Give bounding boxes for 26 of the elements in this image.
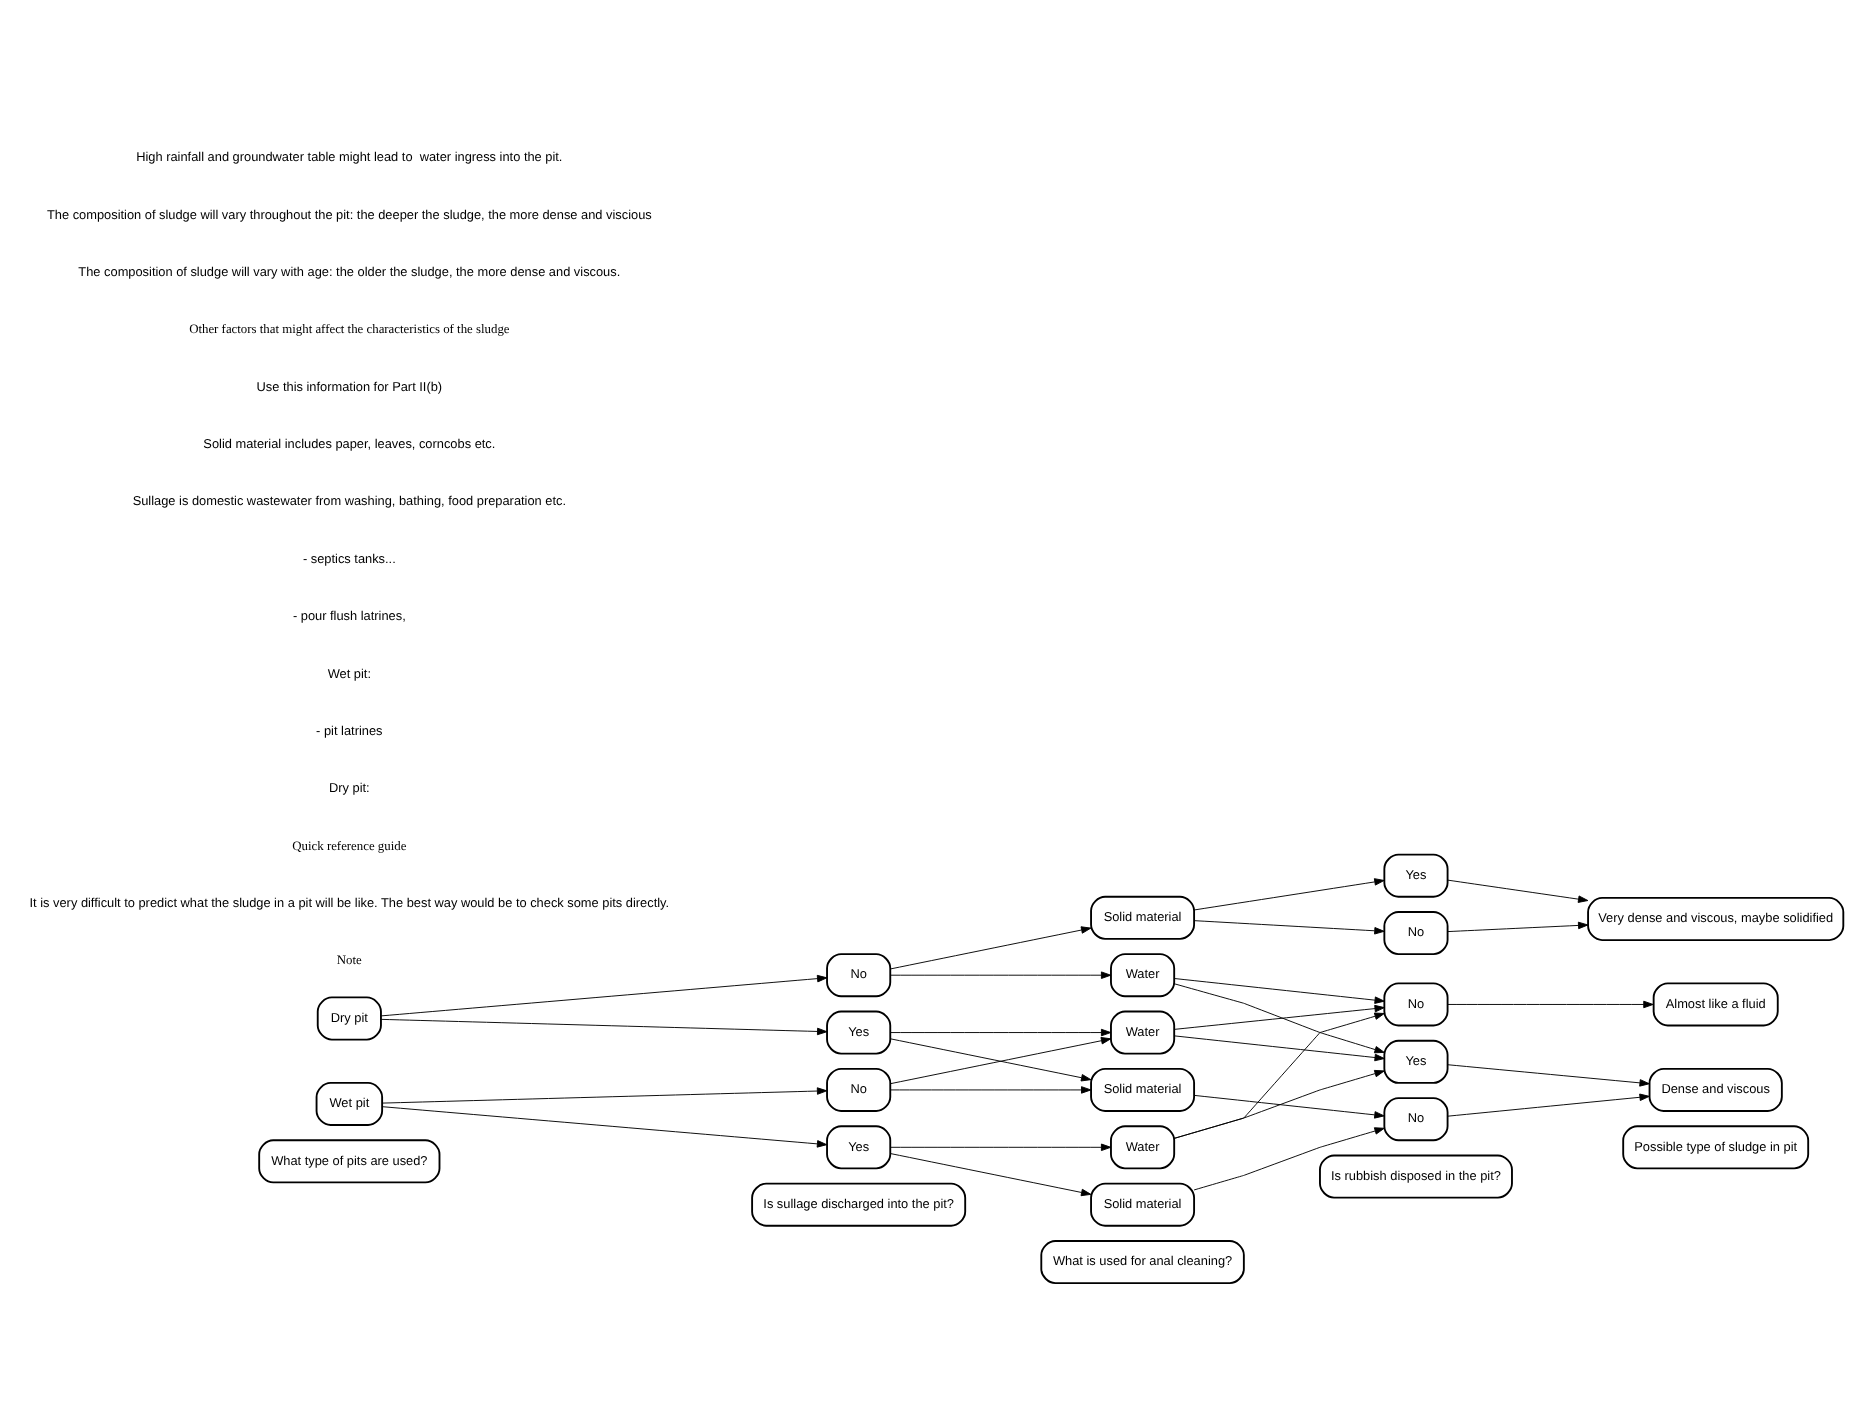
arrow bbox=[1172, 1003, 1384, 1029]
arrow bbox=[889, 1085, 1091, 1093]
arrow bbox=[1446, 999, 1653, 1008]
arrow bbox=[889, 970, 1111, 978]
arrow bbox=[380, 1105, 827, 1147]
arrow bbox=[1192, 1126, 1384, 1190]
arrow bbox=[1192, 877, 1384, 910]
arrow bbox=[1446, 1063, 1649, 1086]
arrow bbox=[889, 1036, 1111, 1084]
arrow bbox=[1172, 982, 1384, 1053]
arrow bbox=[1172, 1011, 1384, 1138]
arrow bbox=[379, 973, 827, 1016]
arrow bbox=[1446, 1092, 1649, 1116]
arrow bbox=[1192, 919, 1384, 934]
arrow bbox=[889, 1142, 1111, 1151]
arrow bbox=[1446, 878, 1588, 902]
arrow bbox=[1172, 1034, 1384, 1061]
arrow bbox=[1446, 920, 1588, 932]
arrow bbox=[1172, 977, 1384, 1003]
arrow bbox=[889, 925, 1091, 969]
arrow bbox=[889, 1152, 1091, 1196]
arrow bbox=[889, 1037, 1091, 1081]
arrow bbox=[379, 1017, 827, 1035]
arrow bbox=[380, 1086, 827, 1103]
arrow bbox=[1192, 1093, 1384, 1118]
arrow bbox=[889, 1027, 1111, 1036]
